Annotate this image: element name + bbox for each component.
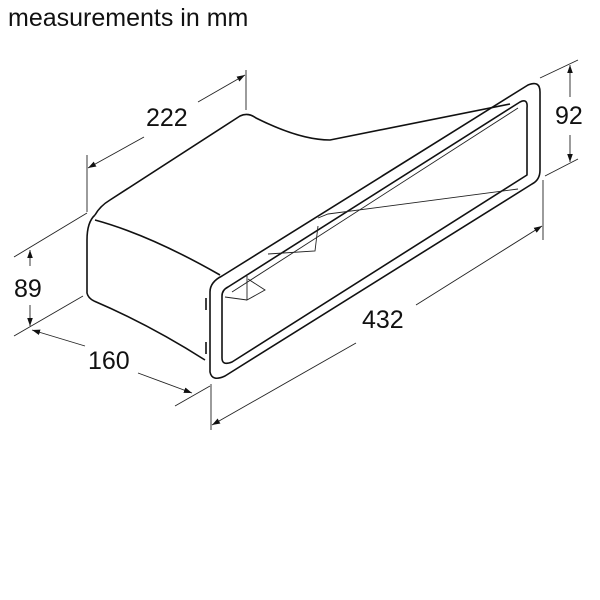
dimension-92: 92 (539, 59, 583, 177)
dimension-432-label: 432 (362, 306, 404, 334)
dimension-160-label: 160 (88, 347, 130, 375)
diagram-title: measurements in mm (8, 4, 249, 32)
dimension-160: 160 (31, 329, 211, 407)
dimension-222-label: 222 (146, 104, 188, 132)
dimension-89: 89 (13, 212, 88, 337)
dimension-89-label: 89 (14, 275, 42, 303)
dimension-432: 432 (210, 180, 544, 430)
duct-body (86, 82, 541, 380)
dimension-92-label: 92 (555, 102, 583, 130)
dimension-222: 222 (86, 70, 247, 212)
